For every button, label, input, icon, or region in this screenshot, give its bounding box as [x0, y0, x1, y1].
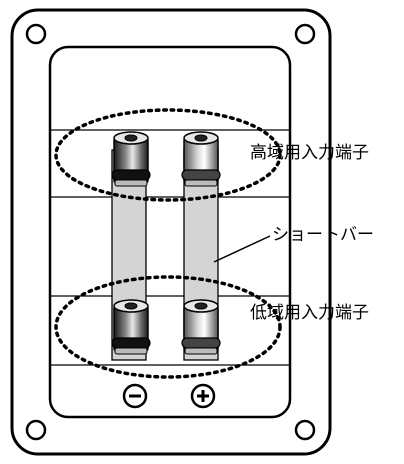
high-input-highlight	[54, 108, 282, 202]
plus-icon	[197, 390, 209, 402]
terminal-low-plus	[181, 299, 221, 355]
mount-hole-bottom-right	[294, 419, 316, 441]
inner-panel	[48, 45, 292, 419]
minus-polarity-marker	[122, 383, 148, 409]
short-bar-leader	[213, 235, 271, 263]
terminal-low-minus	[111, 299, 151, 355]
low-input-highlight	[54, 275, 282, 379]
mount-hole-bottom-left	[25, 419, 47, 441]
high-input-label: 高域用入力端子	[250, 143, 369, 163]
plus-polarity-marker	[190, 383, 216, 409]
short-bar-label: ショートバー	[272, 225, 374, 245]
low-input-label: 低域用入力端子	[250, 303, 369, 323]
mount-hole-top-right	[294, 23, 316, 45]
terminal-high-plus	[181, 131, 221, 187]
terminal-high-minus	[111, 131, 151, 187]
mount-hole-top-left	[25, 23, 47, 45]
